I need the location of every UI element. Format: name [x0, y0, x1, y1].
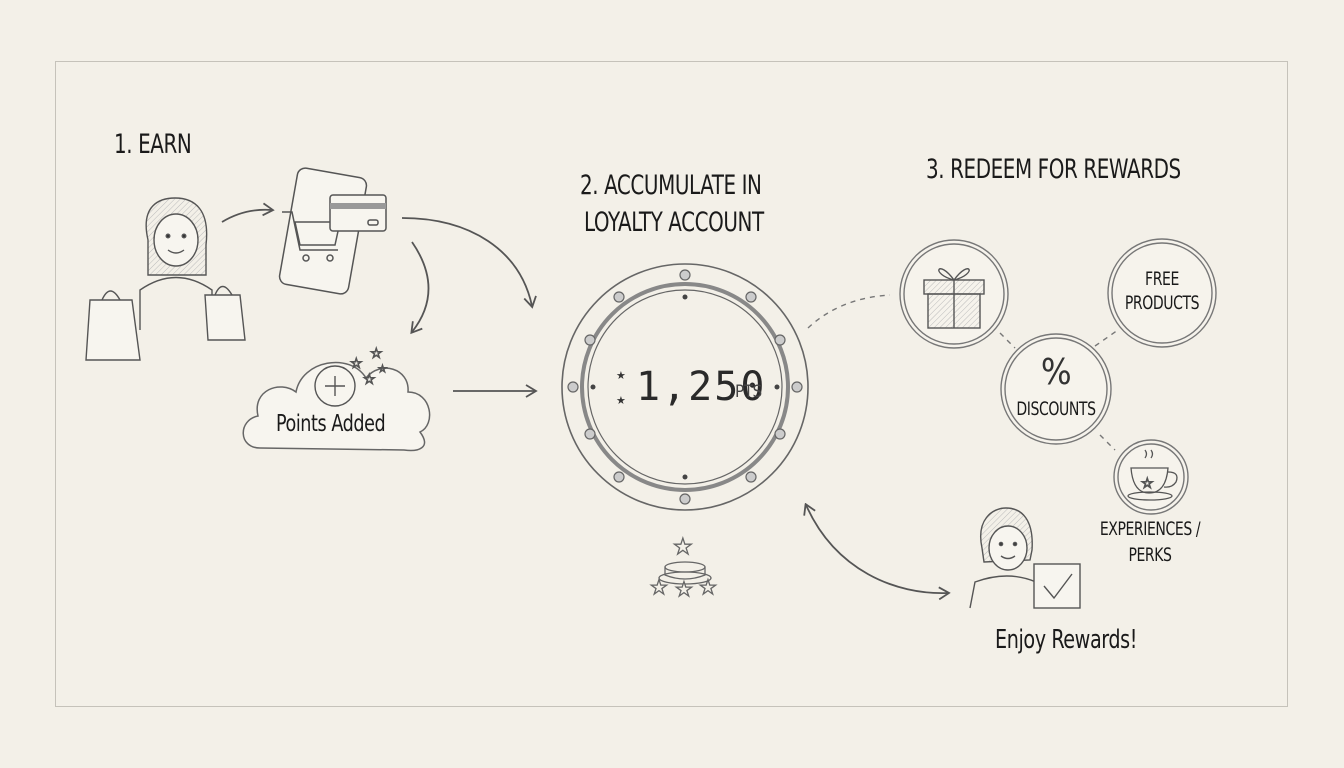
step-accumulate-title-line2: LOYALTY ACCOUNT — [584, 207, 764, 238]
step-accumulate-title-line1: 2. ACCUMULATE IN — [580, 170, 762, 201]
svg-text:★: ★ — [673, 534, 693, 559]
plus-circle-icon — [314, 365, 356, 407]
reward-discounts-circle — [1000, 333, 1112, 445]
flow-arrows — [221, 202, 948, 593]
happy-customer-checkmark-icon — [969, 507, 1081, 609]
loyalty-account-dial — [561, 263, 809, 511]
reward-experiences-circle — [1113, 439, 1189, 515]
svg-text:★: ★ — [616, 370, 626, 382]
diagram-frame — [55, 61, 1288, 707]
svg-text:☆: ☆ — [350, 355, 363, 371]
step-redeem-title: 3. REDEEM FOR REWARDS — [926, 154, 1181, 185]
tablet-cart-card-icon — [278, 167, 387, 295]
experiences-label-line1: EXPERIENCES / — [1099, 518, 1201, 540]
svg-text:☆: ☆ — [378, 364, 387, 375]
free-products-label-line1: FREE — [1145, 268, 1179, 290]
experiences-label-line2: PERKS — [1128, 544, 1172, 566]
star-tier-stack-icon: ★ ★ ★ ★ — [649, 533, 717, 601]
coffee-cup-star-icon: ☆ — [1127, 449, 1178, 501]
gift-box-icon — [923, 268, 985, 329]
dial-star-icons: ★★ — [616, 370, 626, 407]
svg-text:★: ★ — [699, 577, 717, 599]
svg-text:☆: ☆ — [370, 345, 383, 361]
dashed-connectors — [807, 294, 1119, 451]
step-earn-title: 1. EARN — [114, 129, 192, 160]
points-unit-label: PTS — [735, 382, 762, 402]
svg-text:★: ★ — [650, 577, 668, 599]
points-balance-value: 1,250 — [636, 364, 767, 410]
discounts-label: DISCOUNTS — [1016, 398, 1096, 420]
reward-free-products-circle — [1107, 238, 1217, 348]
enjoy-rewards-label: Enjoy Rewards! — [995, 625, 1138, 655]
svg-text:★: ★ — [675, 579, 693, 601]
percent-symbol: % — [1040, 352, 1072, 393]
sparkle-stars-icon: ☆ ☆ ☆ ☆ — [349, 344, 387, 387]
shopper-with-bags-icon — [85, 197, 246, 361]
free-products-label-line2: PRODUCTS — [1124, 292, 1200, 314]
svg-text:☆: ☆ — [1141, 475, 1154, 491]
svg-text:★: ★ — [616, 395, 626, 407]
points-added-label: Points Added — [276, 411, 386, 437]
svg-text:☆: ☆ — [363, 371, 376, 387]
